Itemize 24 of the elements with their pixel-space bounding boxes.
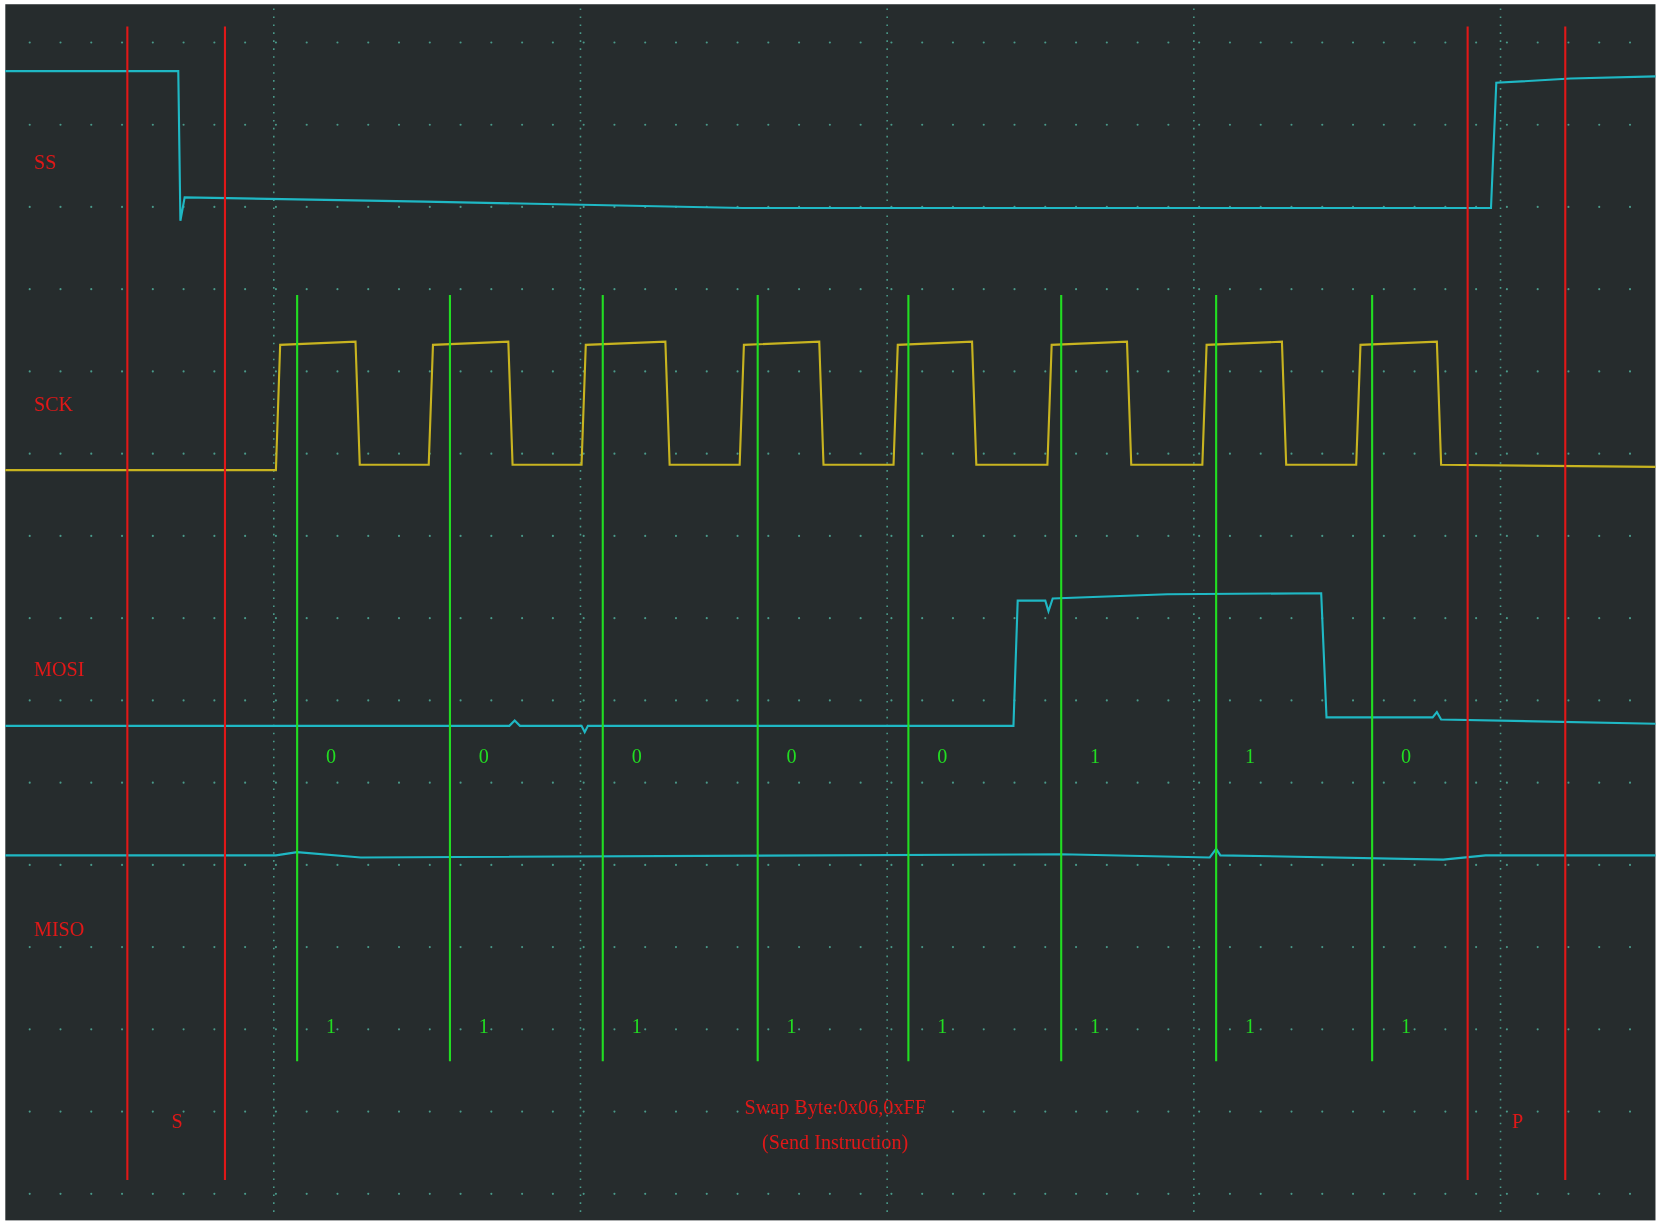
signal-label: MISO: [33, 919, 85, 942]
bit-value: 1: [326, 1015, 337, 1038]
bit-value: 0: [326, 746, 337, 769]
bit-value: 1: [786, 1015, 797, 1038]
signal-label: MOSI: [33, 659, 85, 682]
bit-value: 1: [1245, 746, 1256, 769]
bit-value: 0: [1401, 746, 1412, 769]
bit-value: 1: [1401, 1015, 1412, 1038]
bit-value: 0: [937, 746, 948, 769]
signal-label: S: [171, 1111, 183, 1134]
signal-label: P: [1511, 1111, 1524, 1134]
signal-label: SS: [33, 151, 57, 174]
signal-label: SCK: [33, 393, 74, 416]
bit-value: 1: [631, 1015, 642, 1038]
annotation-text: (Send Instruction): [762, 1132, 909, 1155]
bit-value: 1: [1245, 1015, 1256, 1038]
bit-value: 0: [478, 746, 489, 769]
bit-value: 1: [1090, 1015, 1101, 1038]
bit-value: 1: [478, 1015, 489, 1038]
bit-value: 0: [631, 746, 642, 769]
bit-value: 0: [786, 746, 797, 769]
annotation-text: Swap Byte:0x06,0xFF: [744, 1097, 926, 1120]
bit-value: 1: [1090, 746, 1101, 769]
bit-value: 1: [937, 1015, 948, 1038]
